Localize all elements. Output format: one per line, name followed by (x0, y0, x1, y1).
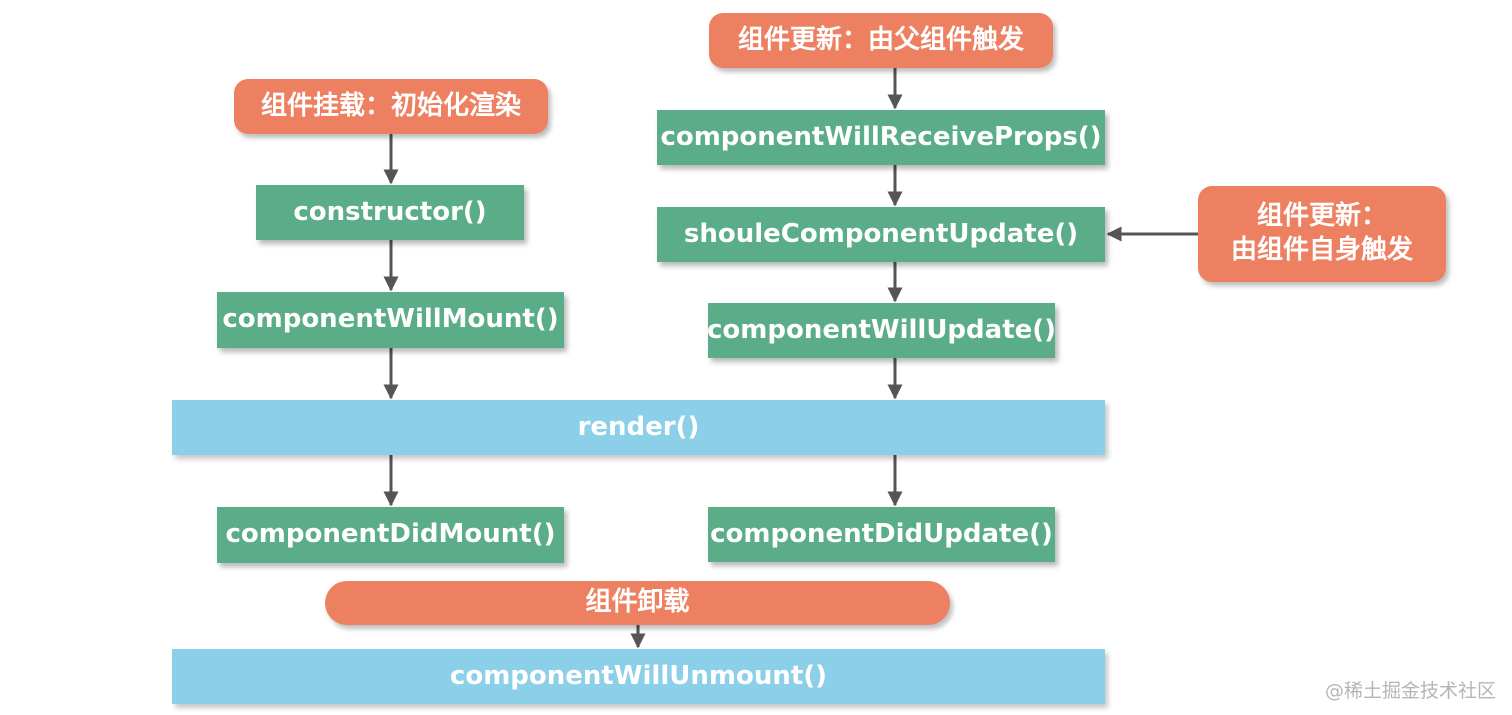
watermark: @稀土掘金技术社区 (1324, 680, 1496, 702)
unmount-trigger: 组件卸载 (325, 581, 950, 625)
component-will-unmount-node: componentWillUnmount() (172, 649, 1105, 704)
component-will-receive-props-node: componentWillReceiveProps() (657, 110, 1105, 165)
should-component-update-node: shouleComponentUpdate() (657, 207, 1105, 262)
constructor-node: constructor() (256, 185, 524, 240)
component-did-update-node: componentDidUpdate() (708, 507, 1055, 562)
component-will-update-node: componentWillUpdate() (707, 303, 1056, 358)
update-self-trigger: 组件更新： 由组件自身触发 (1198, 186, 1446, 282)
component-will-mount-node: componentWillMount() (217, 292, 564, 348)
update-self-trigger-line1: 组件更新： (1256, 201, 1387, 232)
component-did-mount-node: componentDidMount() (217, 507, 564, 563)
update-parent-trigger: 组件更新：由父组件触发 (709, 13, 1053, 68)
update-self-trigger-line2: 由组件自身触发 (1230, 235, 1413, 265)
mount-trigger: 组件挂载：初始化渲染 (234, 79, 548, 134)
render-node: render() (172, 400, 1105, 455)
